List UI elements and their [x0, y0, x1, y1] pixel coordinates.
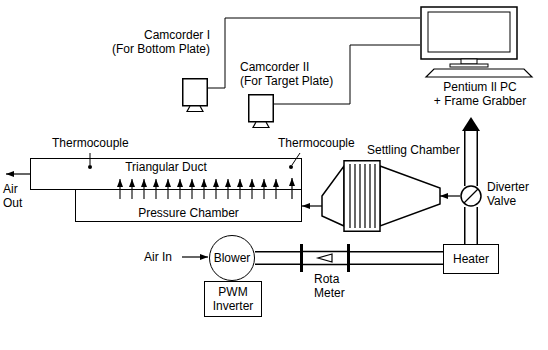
node-label: Camcorder I [70, 28, 210, 42]
node-label: Pressure Chamber [138, 206, 239, 220]
thermocouple-dot [88, 165, 92, 169]
float-cone [318, 254, 332, 262]
blower-circle: Blower [209, 235, 255, 281]
label-group: Camcorder II(For Target Plate) [240, 60, 344, 88]
camera-lens [253, 122, 269, 128]
label-group: Settling Chamber [367, 143, 477, 157]
pipe-bore [255, 253, 300, 264]
flange [300, 244, 303, 272]
shape-outline [182, 78, 208, 112]
shape-outline [322, 160, 440, 232]
node-label: Heater [453, 252, 489, 266]
pipe-bore [350, 253, 443, 264]
flow-arrow [440, 196, 460, 197]
pipe [255, 258, 300, 259]
valve-body [461, 186, 481, 206]
camcorder: Camcorder II(For Target Plate) [248, 94, 274, 128]
monitor-body [421, 7, 517, 59]
shape-outline [460, 185, 482, 207]
inlet-contraction [322, 166, 344, 226]
node-label: Diverter Valve [487, 180, 543, 208]
label-group: Heater [444, 245, 498, 273]
honeycomb-stroke [354, 164, 355, 228]
monitor-screen [428, 12, 510, 52]
label-group: PWM Inverter [205, 282, 261, 316]
valve-flap [464, 189, 478, 203]
honeycomb-stroke [359, 164, 360, 228]
flow-arrow [302, 206, 322, 207]
pipe-wall [464, 207, 478, 244]
diffuser [380, 166, 440, 226]
connector-line [440, 195, 460, 196]
pipe [471, 207, 472, 244]
process-box: Pressure Chamber [75, 189, 302, 222]
honeycomb-stroke [364, 164, 365, 228]
exhaust-arrowhead [462, 117, 480, 131]
label-group: Rota Meter [314, 272, 354, 300]
node-label: Pentium Il PC [420, 80, 540, 94]
node-label: (For Target Plate) [240, 74, 344, 88]
exhaust-pipe [464, 131, 478, 186]
camcorder: Camcorder I(For Bottom Plate) [182, 78, 208, 112]
pipe [350, 258, 443, 259]
node-label: Rota Meter [314, 272, 354, 300]
sensor-label: Thermocouple [52, 136, 129, 150]
label-group: Camcorder I(For Bottom Plate) [70, 28, 210, 56]
sensor-label: Thermocouple [278, 136, 355, 150]
honeycomb-stroke [374, 164, 375, 228]
flow-meter: Rota Meter [300, 248, 350, 268]
label-group: Diverter Valve [487, 180, 543, 208]
pipe-wall [255, 251, 300, 265]
valve-symbol: Diverter Valve [460, 185, 482, 207]
node-label: + Frame Grabber [420, 94, 540, 108]
video-cable [208, 18, 420, 88]
settling-chamber: Settling Chamber [322, 160, 440, 232]
flow-label: Air Out [3, 182, 31, 210]
exhaust-pipe-bore [466, 131, 477, 187]
label-group: Blower [210, 236, 254, 280]
process-box: Heater [443, 244, 499, 274]
monitor-stand [461, 59, 477, 64]
node-label: Blower [214, 251, 251, 265]
keyboard [426, 69, 532, 77]
honeycomb [350, 164, 375, 228]
label-group: Pentium Il PC+ Frame Grabber [420, 80, 540, 108]
shape-outline [300, 248, 350, 268]
air-out-arrow [6, 173, 30, 174]
shape-outline [248, 94, 274, 128]
honeycomb-stroke [369, 164, 370, 228]
tube-wall [303, 264, 347, 266]
camera-lens [187, 106, 203, 112]
tube-wall [303, 251, 347, 253]
process-box: PWM Inverter [204, 281, 262, 317]
honeycomb-stroke [349, 164, 350, 228]
node-label: Settling Chamber [367, 143, 477, 157]
connector-line [302, 205, 322, 206]
pipe-bore [466, 207, 477, 244]
process-box: Triangular Duct [30, 158, 302, 190]
air-in-arrow [182, 256, 208, 257]
connector-line [208, 18, 420, 88]
label-group: Triangular Duct [31, 159, 301, 189]
flange [347, 244, 350, 272]
flow-label: Air In [144, 250, 172, 264]
pipe-wall [350, 251, 443, 265]
leader-line [90, 153, 91, 165]
node-label: (For Bottom Plate) [70, 42, 210, 56]
monitor-base [450, 64, 488, 67]
thermocouple-dot [289, 165, 293, 169]
camera-body [249, 95, 274, 122]
node-label: Camcorder II [240, 60, 344, 74]
node-label: PWM Inverter [208, 285, 258, 313]
leader-line [292, 153, 300, 165]
chamber-body [344, 161, 380, 232]
label-group: Pressure Chamber [76, 190, 301, 221]
node-label: Triangular Duct [125, 160, 207, 174]
computer: Pentium Il PC+ Frame Grabber [420, 6, 540, 114]
camera-body [183, 79, 208, 106]
